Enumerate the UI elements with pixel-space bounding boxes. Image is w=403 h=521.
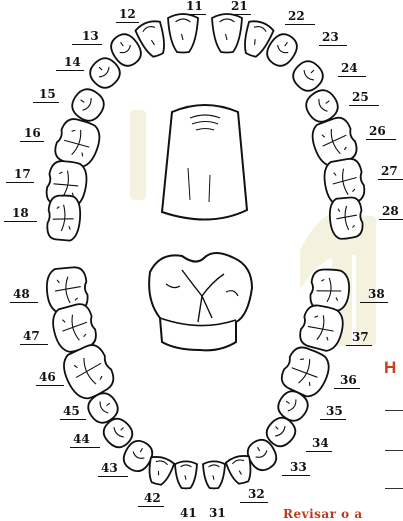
tooth-number-33: 33 <box>282 461 310 473</box>
side-heading: H <box>384 358 396 378</box>
tooth-number-18: 18 <box>4 207 37 219</box>
tooth-number-17: 17 <box>6 168 34 180</box>
tooth-number-11: 11 <box>183 0 206 12</box>
tooth-number-34: 34 <box>306 437 332 449</box>
tooth-number-22: 22 <box>285 10 315 22</box>
tooth-number-35: 35 <box>320 405 346 417</box>
tooth-number-25: 25 <box>349 91 379 103</box>
tooth-number-16: 16 <box>20 127 44 139</box>
tooth-number-42: 42 <box>138 492 164 504</box>
tooth-number-48: 48 <box>10 288 38 300</box>
answer-line <box>385 450 403 451</box>
tooth-11 <box>168 14 198 53</box>
answer-line <box>385 488 403 489</box>
tooth-number-28: 28 <box>379 205 403 217</box>
tooth-number-46: 46 <box>36 371 64 383</box>
tooth-number-24: 24 <box>338 62 366 74</box>
tooth-number-15: 15 <box>33 88 59 100</box>
tooth-number-23: 23 <box>319 31 347 43</box>
tongue <box>162 105 247 220</box>
molar-illustration <box>149 253 252 350</box>
tooth-number-12: 12 <box>116 8 139 20</box>
tooth-number-41: 41 <box>180 507 197 519</box>
tooth-number-27: 27 <box>378 165 403 177</box>
tooth-number-26: 26 <box>366 125 396 137</box>
tooth-number-45: 45 <box>60 405 86 417</box>
tooth-number-31: 31 <box>209 507 226 519</box>
tooth-number-21: 21 <box>228 0 251 12</box>
tooth-number-43: 43 <box>98 462 128 474</box>
tooth-41 <box>175 461 197 488</box>
tooth-18 <box>46 194 82 241</box>
bottom-instruction: Revisar o a <box>283 507 363 521</box>
tooth-number-47: 47 <box>20 330 48 342</box>
tooth-number-13: 13 <box>72 30 102 42</box>
tooth-31 <box>203 461 225 488</box>
tooth-number-36: 36 <box>334 374 360 386</box>
tooth-number-44: 44 <box>70 433 100 445</box>
tooth-number-37: 37 <box>346 331 372 343</box>
tooth-28 <box>328 197 363 240</box>
answer-line <box>385 410 403 411</box>
tooth-number-14: 14 <box>56 56 84 68</box>
tooth-number-32: 32 <box>240 488 268 500</box>
tooth-number-38: 38 <box>360 288 388 300</box>
tooth-21 <box>212 14 242 53</box>
